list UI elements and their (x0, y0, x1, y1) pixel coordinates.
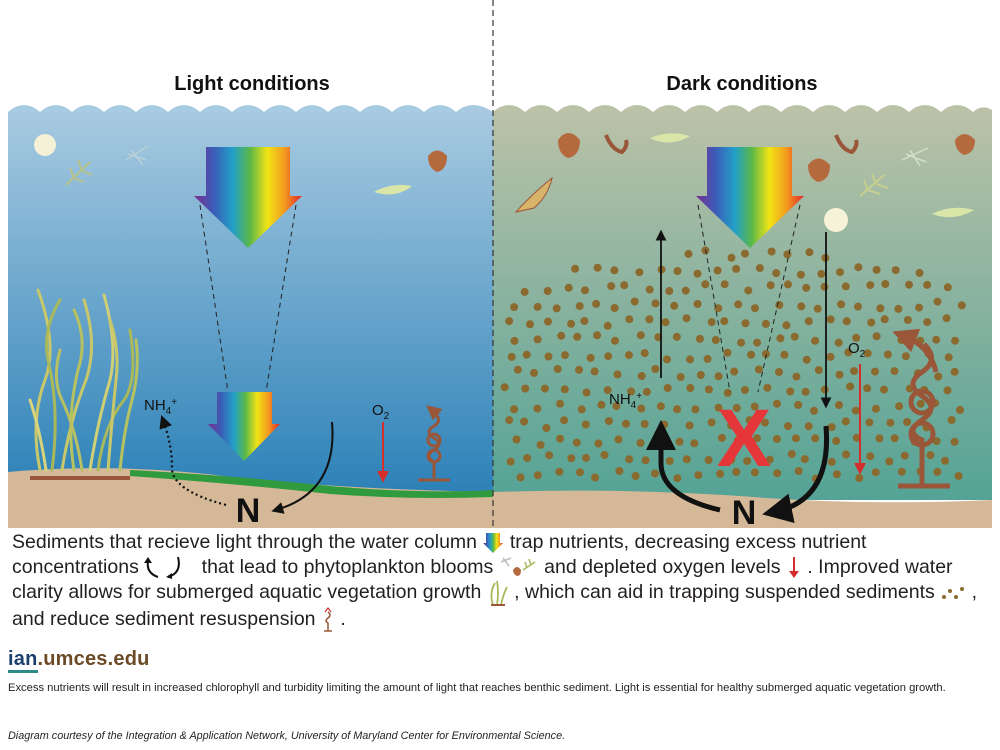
dark-nitrogen-uptake-arrow (762, 425, 830, 524)
nh4-release-arrow (159, 415, 227, 507)
oxygen-decline-icon (788, 557, 799, 579)
light-blocked-x-mark: X (717, 393, 772, 484)
explanatory-caption: Sediments that recieve light through the… (12, 530, 997, 633)
algae-film (130, 470, 493, 498)
caption-part-8: . (340, 608, 346, 631)
dark-sediment-bed (493, 490, 992, 528)
dark-sun-disc-icon (824, 208, 848, 232)
dark-leaf-particle-icon-2 (932, 207, 974, 218)
worm-small-icon (323, 607, 332, 633)
phytoplankton-icon (500, 557, 536, 577)
nutrient-light-diagram: Light conditions Dark conditions N NH4+ … (8, 0, 992, 530)
caption-part-3: that lead to phytoplankton blooms (201, 555, 494, 578)
caption-part-4: and depleted oxygen levels (544, 555, 781, 578)
description-note: Excess nutrients will result in increase… (8, 682, 946, 694)
light-sediment-bed (8, 468, 493, 528)
plankton-icon (65, 159, 93, 186)
diagram-credit: Diagram courtesy of the Integration & Ap… (8, 730, 566, 742)
suspended-sediment-icon (942, 587, 965, 600)
dark-worm-icon (892, 328, 950, 489)
light-worm-icon (418, 405, 450, 482)
leaf-particle-icon (374, 184, 412, 195)
light-nitrogen-label: N (236, 492, 261, 530)
dark-beam-edge-left (697, 204, 731, 393)
seagrass-icon (28, 288, 139, 472)
beam-edge-left (199, 204, 229, 393)
light-conditions-title: Light conditions (174, 73, 330, 95)
logo-domain-text: .umces.edu (37, 648, 150, 670)
dark-nitrogen-label: N (732, 494, 757, 530)
dark-flagellate-icon-1 (604, 134, 629, 155)
logo-ian-text: ian (8, 648, 38, 673)
dark-conditions-title: Dark conditions (666, 73, 817, 95)
dark-beam-edge-right (757, 204, 801, 393)
suspended-sediment-particles (500, 246, 966, 483)
dark-water (493, 105, 992, 500)
caption-part-5: . Improved water clarity allows for subm… (12, 555, 953, 604)
rainbow-arrow-icon (483, 532, 504, 553)
dark-dinoflagellate-icon-3 (955, 134, 975, 155)
caption-part-1: Sediments that recieve light through the… (12, 531, 478, 553)
dark-rainbow-arrow (696, 147, 804, 248)
seagrass-small-icon (490, 581, 508, 607)
ian-umces-logo[interactable]: ian.umces.edu (8, 648, 150, 673)
light-water (8, 105, 493, 500)
dark-nh4-release-arrow (646, 420, 721, 513)
dark-diatom-icon (901, 147, 929, 167)
dark-leaf-particle-icon-1 (650, 133, 690, 143)
nitrogen-uptake-arrow (271, 421, 334, 514)
caption-part-2: trap nutrients, decreasing excess nutrie… (12, 531, 867, 578)
light-rainbow-arrow-large (194, 147, 302, 248)
caption-part-7: , and reduce sediment resuspension (12, 581, 978, 631)
dark-dinoflagellate-icon-2 (808, 158, 830, 182)
beam-edge-right (265, 204, 297, 393)
dinoflagellate-icon (428, 150, 447, 172)
caption-part-6: , which can aid in trapping suspended se… (514, 581, 935, 604)
sun-disc-icon (34, 134, 56, 156)
dark-ceratium-icon (514, 176, 553, 213)
dark-plankton-icon (859, 173, 889, 197)
dark-flagellate-icon-2 (834, 134, 859, 155)
dark-dinoflagellate-icon-1 (558, 133, 580, 158)
light-rainbow-arrow-small (208, 392, 280, 461)
diatom-icon (125, 145, 149, 166)
nutrient-cycle-icon (144, 557, 181, 580)
